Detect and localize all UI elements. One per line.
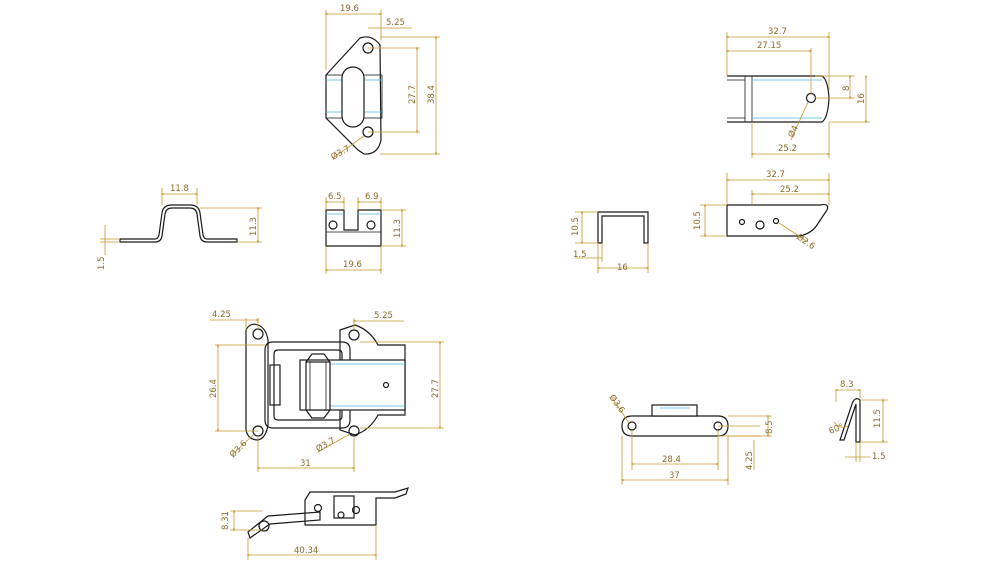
dim-inner-length: 27.15 — [757, 41, 781, 51]
dim-hole-height: 8 — [842, 86, 852, 91]
dim-height: 38.4 — [427, 85, 437, 104]
frame-outer — [264, 341, 351, 429]
dim-slot-b: 6.9 — [365, 192, 379, 202]
link-tab — [651, 404, 698, 417]
side-pivot-1 — [313, 503, 323, 513]
dim-top-height: 11.3 — [393, 219, 403, 238]
bracket-outline — [727, 75, 830, 123]
side-outline — [726, 203, 829, 237]
dim-hook-height: 11.5 — [873, 409, 883, 428]
bracket-hole — [805, 92, 817, 104]
view-hook: 8.3 60° 11.5 1.5 — [828, 380, 888, 462]
frame-inner — [273, 349, 343, 421]
top-left-hole — [328, 220, 338, 230]
view-top-plate-front: 19.6 5.25 27.7 38.4 Ø3.7 — [324, 4, 440, 163]
channel-outline — [597, 211, 649, 244]
side-pivot-2 — [337, 511, 345, 519]
dim-side-height-latch: 8.31 — [221, 511, 231, 530]
view-top-plate-top: 6.5 6.9 11.3 19.6 — [324, 192, 406, 274]
dim-base-length: 25.2 — [778, 144, 797, 154]
side-hole-3 — [772, 217, 780, 225]
dim-side-length-latch: 40.34 — [294, 546, 318, 556]
dim-thickness: 1.5 — [97, 256, 107, 270]
arm-rivet — [382, 381, 390, 389]
arm-end-loop — [258, 520, 270, 532]
plate-outline — [325, 36, 382, 155]
dim-channel-height: 10.5 — [571, 217, 581, 236]
hook-profile — [839, 398, 861, 443]
side-clip — [269, 364, 281, 406]
dim-bend-height: 11.3 — [249, 217, 259, 236]
dim-bracket-hole-diameter: Ø4 — [786, 124, 801, 140]
right-upper-hole — [348, 329, 360, 341]
view-bracket-top-right: 32.7 27.15 8 16 Ø4 25.2 — [725, 27, 870, 158]
view-latch-assembly: 4.25 5.25 26.4 27.7 Ø3.6 Ø3.7 31 — [209, 310, 444, 472]
side-hole-1 — [738, 218, 746, 226]
dim-hole-diameter: Ø3.7 — [329, 143, 352, 163]
dim-hook-width: 8.3 — [840, 380, 854, 390]
dim-hole-spacing: 27.7 — [408, 85, 418, 104]
dim-link-half-height: 4.25 — [745, 451, 755, 470]
view-u-channel: 10.5 1.5 16 — [571, 210, 650, 273]
dim-overall-length: 32.7 — [768, 27, 787, 37]
dim-channel-width: 16 — [617, 263, 628, 273]
dim-width: 19.6 — [340, 4, 359, 14]
side-pivot-3 — [351, 505, 361, 515]
bent-profile — [119, 204, 238, 243]
link-left-hole — [627, 421, 637, 431]
dim-link-hole: Ø3.6 — [607, 392, 628, 415]
dim-top-width: 19.6 — [343, 260, 362, 270]
view-top-plate-side: 11.8 11.3 1.5 — [97, 184, 262, 270]
dim-hole-spacing-v: 26.4 — [209, 379, 219, 398]
dim-bend-width: 11.8 — [170, 184, 189, 194]
dim-right-offset: 5.25 — [374, 311, 393, 321]
dim-hole-spacing-h: 31 — [300, 459, 311, 469]
hook-arm — [247, 511, 321, 539]
link-outline — [621, 415, 729, 437]
right-plate — [339, 324, 406, 436]
dim-side-overall: 32.7 — [766, 170, 785, 180]
dim-latch-height: 27.7 — [431, 379, 441, 398]
dim-left-offset: 4.25 — [212, 310, 231, 320]
view-latch-side: 8.31 40.34 — [221, 487, 409, 560]
dim-hole-offset: 5.25 — [386, 18, 405, 28]
dim-slot-a: 6.5 — [328, 192, 342, 202]
dim-link-height: 8.5 — [765, 420, 775, 434]
left-upper-hole — [252, 328, 264, 340]
view-link-plate: Ø3.6 8.5 28.4 4.25 37 — [607, 392, 775, 485]
view-bracket-side-right: 32.7 25.2 10.5 Ø2.6 — [693, 170, 831, 252]
side-base — [304, 487, 409, 526]
dim-hook-angle: 60° — [828, 422, 846, 437]
top-right-hole — [366, 220, 376, 230]
dim-right-hole: Ø3.7 — [314, 435, 337, 455]
left-base — [245, 323, 269, 441]
dim-channel-thickness: 1.5 — [573, 250, 587, 260]
dim-hook-thickness: 1.5 — [872, 452, 886, 462]
center-slot — [341, 66, 365, 128]
side-hole-2 — [755, 220, 765, 230]
dim-side-height: 10.5 — [693, 211, 703, 230]
dim-bracket-height: 16 — [857, 93, 867, 104]
dim-link-spacing: 28.4 — [662, 455, 681, 465]
dim-link-length: 37 — [669, 471, 680, 481]
dim-side-inner: 25.2 — [780, 185, 799, 195]
